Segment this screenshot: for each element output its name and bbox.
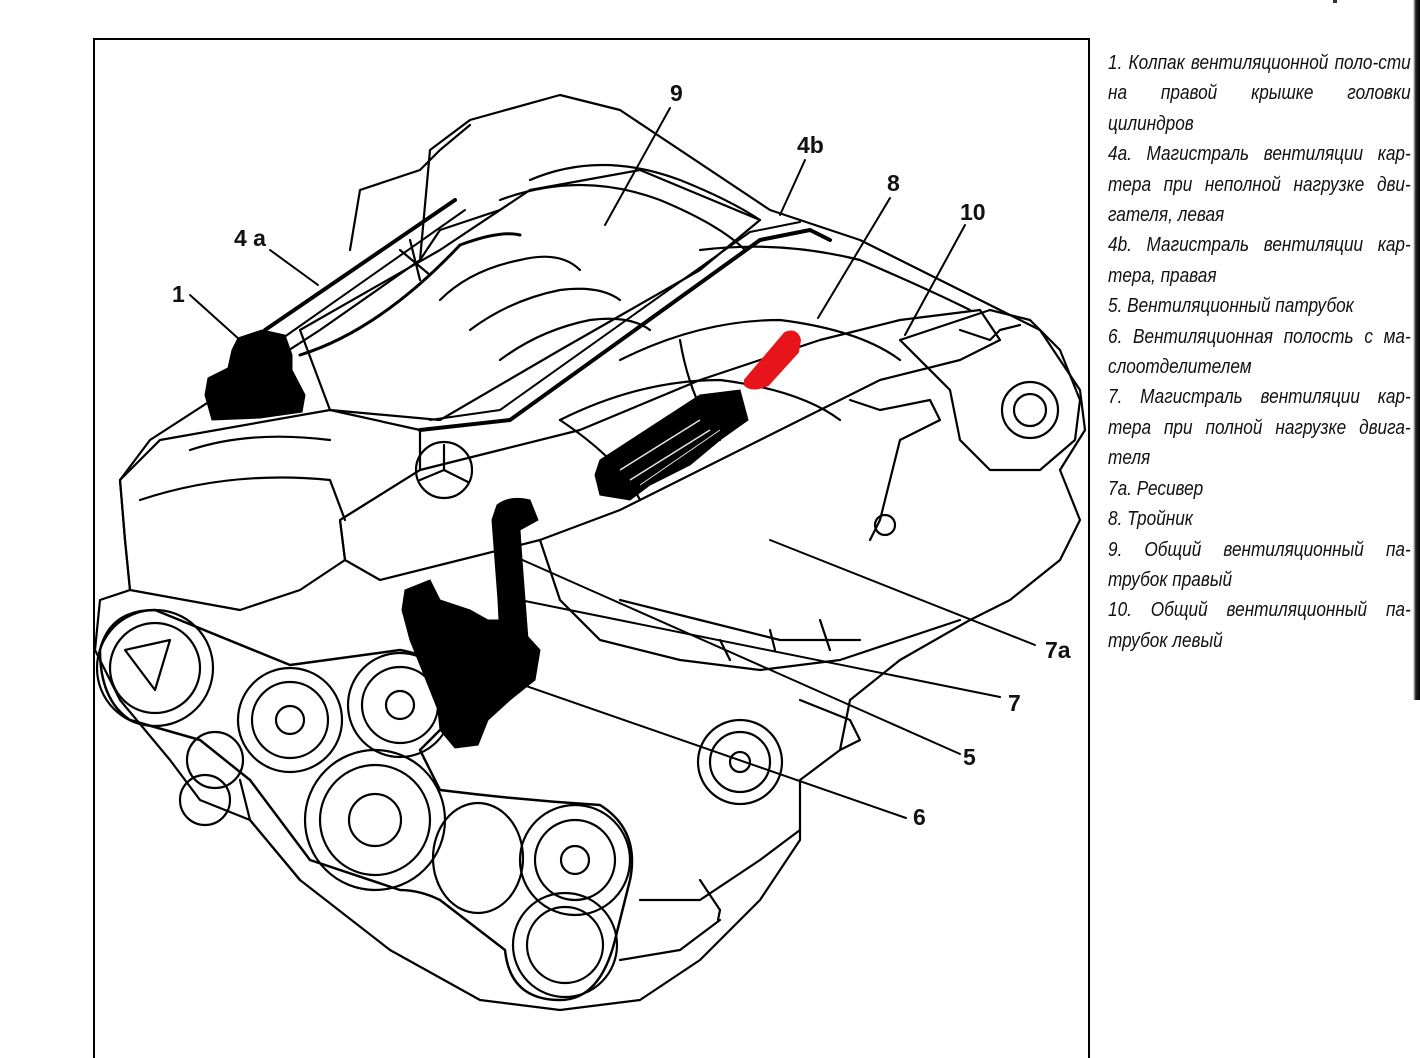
callout-10: 10	[960, 199, 986, 225]
mercedes-star	[414, 440, 474, 500]
leader-7a	[769, 539, 1036, 646]
callout-1: 1	[172, 281, 185, 307]
legend: 1. Колпак вентиляционной поло-сти на пра…	[1108, 48, 1411, 656]
legend-item-8: 8. Тройник	[1108, 508, 1193, 531]
leader-4a	[269, 249, 319, 286]
leader-1	[189, 294, 241, 341]
leader-7	[519, 599, 1001, 698]
part-1-breather-cap	[204, 329, 306, 421]
scan-mark	[1333, 0, 1337, 3]
engine-outline	[93, 93, 1087, 1012]
pipe-4a	[263, 198, 457, 332]
part-7a-receiver	[594, 389, 749, 501]
callout-4a: 4 a	[234, 225, 266, 251]
legend-item-1: 1. Колпак вентиляционной поло-сти на пра…	[1108, 52, 1411, 135]
leader-6	[479, 669, 907, 819]
leader-5	[499, 549, 961, 755]
legend-item-10: 10. Общий вентиляционный па-трубок левый	[1108, 599, 1411, 652]
callout-6: 6	[913, 804, 926, 830]
intake-right	[698, 245, 972, 312]
legend-item-6: 6. Вентиляционная полость с ма-слоотдели…	[1108, 325, 1411, 379]
legend-item-4a: 4а. Магистраль вентиляции кар-тера при н…	[1108, 143, 1411, 227]
leader-4b	[779, 159, 806, 216]
leader-10	[904, 224, 966, 336]
page-edge-shadow	[1413, 0, 1420, 700]
legend-item-7a: 7а. Ресивер	[1108, 477, 1204, 500]
cylinder-head-left	[118, 408, 422, 612]
red-highlight-part	[744, 330, 802, 390]
leader-9	[604, 107, 671, 226]
figure-frame	[93, 38, 1090, 1058]
callout-8: 8	[887, 170, 900, 196]
leader-lines	[189, 107, 1036, 819]
callout-7: 7	[1008, 690, 1021, 716]
leader-8	[817, 197, 891, 319]
throttle-body	[898, 308, 1082, 472]
pipe-9	[298, 232, 522, 357]
callout-4b: 4b	[797, 132, 824, 158]
callout-7a: 7a	[1045, 637, 1071, 663]
callout-9: 9	[670, 80, 683, 106]
legend-item-9: 9. Общий вентиляционный па-трубок правый	[1108, 538, 1411, 591]
center-housing	[338, 308, 1002, 582]
part-6-oil-separator	[401, 579, 541, 749]
callout-5: 5	[963, 744, 976, 770]
pulleys	[95, 608, 784, 999]
pipe-4b	[418, 228, 832, 432]
legend-item-7: 7. Магистраль вентиляции кар-тера при по…	[1108, 386, 1411, 470]
valve-cover-left	[298, 168, 762, 422]
legend-item-4b: 4b. Магистраль вентиляции кар-тера, прав…	[1108, 234, 1411, 287]
legend-item-5: 5. Вентиляционный патрубок	[1108, 295, 1354, 318]
